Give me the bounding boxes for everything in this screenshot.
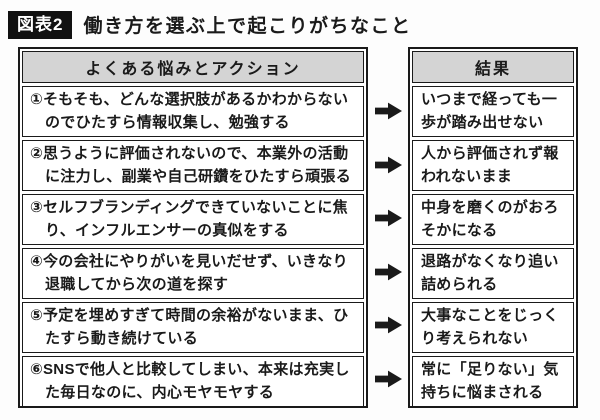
problem-text-3: ③セルフブランディングできていないことに焦り、インフルエンサーの真似をする — [30, 199, 348, 239]
problems-table-header: よくある悩みとアクション — [22, 51, 364, 83]
arrow-slot-5 — [368, 300, 408, 351]
result-cell-6: 常に「足りない」気持ちに悩まされる — [412, 356, 574, 407]
result-cell-1: いつまで経っても一歩が踏み出せない — [412, 86, 574, 137]
arrow-slot-2 — [368, 140, 408, 191]
arrow-slot-6 — [368, 354, 408, 405]
problem-cell-2: ②思うように評価されないので、本業外の活動に注力し、副業や自己研鑽をひたすら頑張… — [22, 140, 364, 191]
problem-text-4: ④今の会社にやりがいを見いだせず、いきなり退職してから次の道を探す — [30, 253, 348, 293]
problem-text-1: ①そもそも、どんな選択肢があるかわからないのでひたすら情報収集し、勉強する — [30, 91, 349, 131]
result-cell-4: 退路がなくなり追い詰められる — [412, 248, 574, 299]
right-arrow-icon — [374, 370, 402, 388]
arrows-column — [368, 47, 408, 408]
right-arrow-icon — [374, 102, 402, 120]
result-cell-5: 大事なことをじっくり考えられない — [412, 302, 574, 353]
figure-title: 働き方を選ぶ上で起こりがちなこと — [83, 16, 412, 37]
result-text-4: 退路がなくなり追い詰められる — [421, 253, 559, 293]
problem-cell-6: ⑥SNSで他人と比較してしまい、本来は充実した毎日なのに、内心モヤモヤする — [22, 356, 364, 407]
figure-title-row: 図表2 働き方を選ぶ上で起こりがちなこと — [0, 0, 600, 40]
problems-table: よくある悩みとアクション ①そもそも、どんな選択肢があるかわからないのでひたすら… — [18, 47, 368, 408]
right-arrow-icon — [374, 156, 402, 174]
right-arrow-icon — [374, 263, 402, 281]
arrow-column-spacer — [368, 51, 408, 83]
problem-text-6: ⑥SNSで他人と比較してしまい、本来は充実した毎日なのに、内心モヤモヤする — [30, 361, 350, 401]
result-cell-2: 人から評価されず報われないまま — [412, 140, 574, 191]
problem-cell-4: ④今の会社にやりがいを見いだせず、いきなり退職してから次の道を探す — [22, 248, 364, 299]
result-text-3: 中身を磨くのがおろそかになる — [421, 199, 559, 239]
arrow-slot-4 — [368, 247, 408, 298]
results-table-header: 結果 — [412, 51, 574, 83]
problem-text-5: ⑤予定を埋めすぎて時間の余裕がないまま、ひたすら動き続けている — [30, 307, 349, 347]
result-text-6: 常に「足りない」気持ちに悩まされる — [421, 361, 559, 401]
result-text-1: いつまで経っても一歩が踏み出せない — [421, 91, 558, 131]
result-text-2: 人から評価されず報われないまま — [421, 145, 559, 185]
problem-text-2: ②思うように評価されないので、本業外の活動に注力し、副業や自己研鑽をひたすら頑張… — [30, 145, 352, 185]
diagram-body: よくある悩みとアクション ①そもそも、どんな選択肢があるかわからないのでひたすら… — [18, 47, 600, 408]
arrow-slot-1 — [368, 86, 408, 137]
figure-label-badge: 図表2 — [8, 10, 73, 39]
problem-cell-1: ①そもそも、どんな選択肢があるかわからないのでひたすら情報収集し、勉強する — [22, 86, 364, 137]
problem-cell-3: ③セルフブランディングできていないことに焦り、インフルエンサーの真似をする — [22, 194, 364, 245]
result-text-5: 大事なことをじっくり考えられない — [421, 307, 559, 347]
result-cell-3: 中身を磨くのがおろそかになる — [412, 194, 574, 245]
right-arrow-icon — [374, 316, 402, 334]
results-table: 結果 いつまで経っても一歩が踏み出せない 人から評価されず報われないまま 中身を… — [408, 47, 578, 408]
arrow-slot-3 — [368, 193, 408, 244]
right-arrow-icon — [374, 209, 402, 227]
problem-cell-5: ⑤予定を埋めすぎて時間の余裕がないまま、ひたすら動き続けている — [22, 302, 364, 353]
